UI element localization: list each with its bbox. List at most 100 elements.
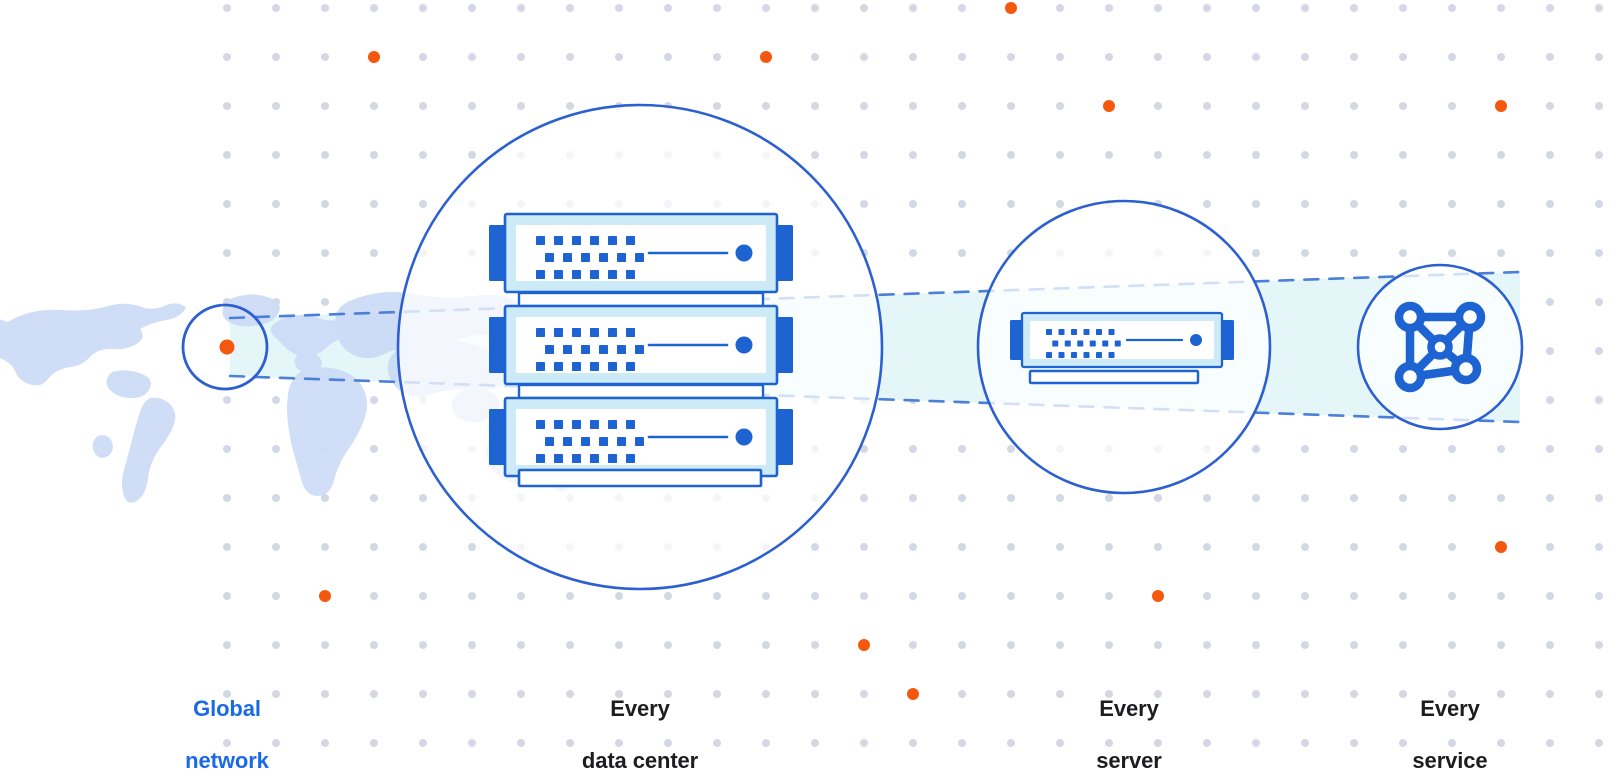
server-vent-square	[1083, 329, 1090, 335]
grid-dot	[468, 739, 476, 747]
grid-dot	[1399, 200, 1407, 208]
server-vent-square	[590, 454, 599, 463]
grid-dot	[615, 4, 623, 12]
service-mesh-node	[1454, 301, 1486, 333]
server-vent-square	[626, 420, 635, 429]
server-vent-square	[554, 362, 563, 371]
grid-dot	[272, 592, 280, 600]
grid-dot	[419, 641, 427, 649]
grid-dot	[811, 4, 819, 12]
grid-dot	[223, 396, 231, 404]
server-vent-square	[1064, 340, 1071, 347]
server-vent-square	[1108, 352, 1115, 358]
grid-dot	[419, 494, 427, 502]
grid-dot	[860, 494, 868, 502]
global-network-marker-dot	[219, 339, 235, 355]
server-vent-square	[536, 362, 545, 371]
grid-dot	[223, 592, 231, 600]
grid-dot	[1595, 445, 1603, 453]
server-vent-square	[1096, 329, 1102, 335]
grid-dot	[615, 592, 623, 600]
grid-dot	[1203, 151, 1211, 159]
grid-dot	[1056, 543, 1064, 551]
server-vent-square	[572, 270, 581, 279]
grid-dot	[223, 543, 231, 551]
server-vent-square	[536, 420, 545, 429]
grid-dot	[1595, 641, 1603, 649]
server-unit	[489, 304, 793, 386]
grid-dot-highlight	[858, 639, 870, 651]
grid-dot	[1595, 4, 1603, 12]
grid-dot	[1546, 53, 1554, 61]
grid-dot	[1350, 445, 1358, 453]
grid-dot	[1350, 200, 1358, 208]
grid-dot	[1350, 739, 1358, 747]
server-vent-square	[608, 362, 617, 371]
grid-dot	[272, 4, 280, 12]
grid-dot	[1154, 690, 1162, 698]
server-unit-face	[1030, 321, 1214, 359]
grid-dot	[958, 739, 966, 747]
service-mesh-node	[1450, 353, 1482, 385]
grid-dot	[1203, 739, 1211, 747]
grid-dot	[1007, 543, 1015, 551]
server-vent-square	[563, 345, 572, 354]
server-vent-square	[590, 270, 599, 279]
grid-dot	[1301, 4, 1309, 12]
grid-dot	[1252, 494, 1260, 502]
grid-dot-highlight	[1495, 100, 1507, 112]
grid-dot	[1105, 641, 1113, 649]
grid-dot	[223, 53, 231, 61]
server-vent-square	[608, 420, 617, 429]
grid-dot	[419, 151, 427, 159]
server-vent-square	[590, 420, 599, 429]
grid-dot	[811, 641, 819, 649]
grid-dot	[419, 102, 427, 110]
server-vent-square	[581, 253, 590, 262]
grid-dot	[909, 543, 917, 551]
grid-dot	[321, 249, 329, 257]
grid-dot	[468, 151, 476, 159]
grid-dot	[272, 396, 280, 404]
server-vent-square	[554, 270, 563, 279]
grid-dot	[272, 494, 280, 502]
grid-dot	[321, 4, 329, 12]
grid-dot	[1203, 690, 1211, 698]
grid-dot	[1448, 445, 1456, 453]
server-vent-square	[1071, 329, 1077, 335]
server-vent-square	[545, 345, 554, 354]
server-vent-square	[536, 328, 545, 337]
grid-dot	[1203, 53, 1211, 61]
grid-dot	[272, 543, 280, 551]
server-vent-square	[1046, 352, 1052, 358]
grid-dot	[1497, 53, 1505, 61]
grid-dot	[370, 494, 378, 502]
grid-dot	[1399, 445, 1407, 453]
grid-dot	[321, 739, 329, 747]
grid-dot	[468, 102, 476, 110]
grid-dot	[1546, 200, 1554, 208]
grid-dot	[1546, 347, 1554, 355]
server-vent-square	[608, 270, 617, 279]
grid-dot	[1301, 494, 1309, 502]
grid-dot	[860, 102, 868, 110]
server-vent-square	[554, 236, 563, 245]
grid-dot	[1154, 151, 1162, 159]
grid-dot	[1448, 690, 1456, 698]
grid-dot	[1203, 494, 1211, 502]
grid-dot	[419, 690, 427, 698]
grid-dot	[1399, 249, 1407, 257]
grid-dot	[370, 4, 378, 12]
grid-dot	[811, 543, 819, 551]
grid-dot	[321, 298, 329, 306]
grid-dot	[1399, 53, 1407, 61]
grid-dot	[1203, 592, 1211, 600]
server-vent-square	[626, 328, 635, 337]
grid-dot	[1448, 4, 1456, 12]
rack-connector-bar	[517, 383, 765, 400]
grid-dot	[1595, 298, 1603, 306]
grid-dot	[909, 4, 917, 12]
grid-dot	[1448, 494, 1456, 502]
grid-dot	[223, 4, 231, 12]
grid-dot	[1007, 151, 1015, 159]
